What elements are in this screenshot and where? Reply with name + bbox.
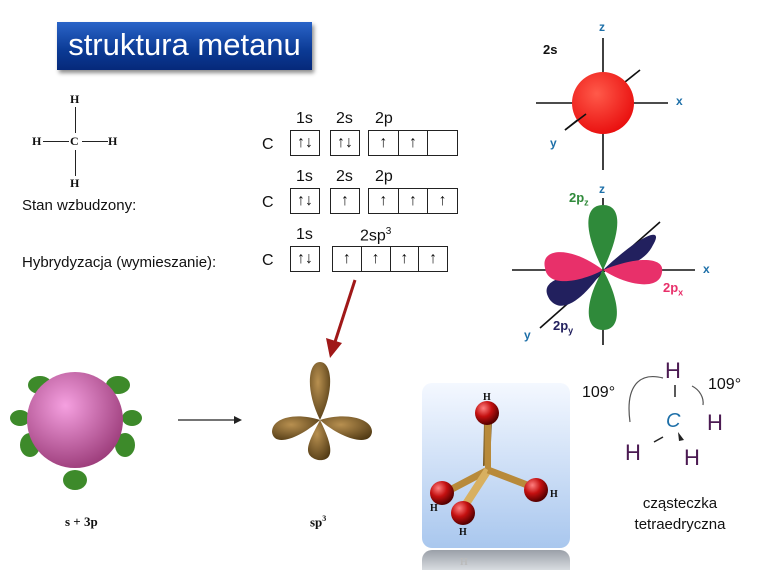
- h-atom-label: H: [459, 527, 467, 538]
- orbital-box: ↑: [438, 192, 447, 209]
- axis-y-label: y: [524, 328, 531, 342]
- axis-y-label: y: [550, 136, 557, 150]
- orbital-label: 2p: [375, 110, 393, 127]
- sp-sup: 3: [385, 226, 392, 237]
- orbital-box: ↑↓: [330, 130, 360, 156]
- tetrahedral-sketch: [628, 376, 704, 443]
- element-c: C: [262, 252, 274, 269]
- py-sub: y: [568, 325, 574, 336]
- s-orbital-label: 2s: [543, 42, 558, 57]
- pz-text: 2p: [569, 190, 585, 205]
- caption-line-1: cząsteczka: [642, 495, 718, 512]
- h-atom-bottom: H: [684, 445, 700, 470]
- orbital-box: ↑: [369, 131, 399, 155]
- h-atom-label: H: [550, 489, 558, 500]
- h-atom-label: H: [483, 392, 491, 403]
- tetra-caption: cząsteczka tetraedryczna: [610, 493, 750, 535]
- atom-h-left: H: [32, 134, 42, 148]
- sp3-orbital-model: [272, 362, 372, 461]
- atom-c: C: [70, 134, 79, 148]
- orbital-label: 1s: [296, 168, 313, 185]
- sp3-sup: 3: [322, 514, 327, 523]
- right-arrow-icon: [178, 416, 242, 424]
- orbital-label: 1s: [296, 110, 313, 127]
- structural-formula: H H C H H: [30, 90, 130, 190]
- orbital-label: 2p: [375, 168, 393, 185]
- model-reflection: [422, 550, 570, 570]
- p-orbitals-diagram: [512, 198, 695, 345]
- h-atom-right: H: [707, 410, 723, 435]
- down-arrow-icon: [326, 279, 357, 358]
- pz-label: 2pz: [569, 190, 589, 208]
- caption-line-2: tetraedryczna: [634, 516, 726, 533]
- h-atom-label: H: [430, 503, 438, 514]
- orbital-box: ↑: [399, 131, 429, 155]
- atom-h-top: H: [70, 92, 80, 106]
- axis-x-label: x: [703, 262, 710, 276]
- hybrid-caption: s + 3p: [65, 514, 98, 529]
- orbital-group-2p: ↑↑↑: [368, 188, 458, 214]
- axis-z-label: z: [599, 182, 605, 196]
- s-orbital-diagram: [536, 38, 668, 170]
- orbital-label: 1s: [296, 226, 313, 243]
- orbital-box: ↑: [391, 247, 420, 271]
- orbital-box: ↑↓: [290, 188, 320, 214]
- orbital-group-2p: ↑↑: [368, 130, 458, 156]
- h-atom-top: H: [665, 358, 681, 383]
- element-c: C: [262, 136, 274, 153]
- orbital-label: 2s: [336, 110, 353, 127]
- slide-title: struktura metanu: [57, 22, 312, 70]
- h-atom-left: H: [625, 440, 641, 465]
- py-label: 2py: [553, 318, 573, 336]
- orbital-box: ↑: [330, 188, 360, 214]
- px-text: 2p: [663, 280, 679, 295]
- sp3-caption: sp3: [310, 514, 326, 530]
- orbital-group-sp3: ↑↑↑↑: [332, 246, 448, 272]
- orbital-box: ↑: [399, 189, 429, 213]
- sp-label: 2sp: [360, 227, 386, 245]
- atom-h-right: H: [108, 134, 118, 148]
- hybridization-label: Hybrydyzacja (wymieszanie):: [22, 254, 217, 271]
- axis-z-label: z: [599, 20, 605, 34]
- py-text: 2p: [553, 318, 569, 333]
- element-c: C: [262, 194, 274, 211]
- orbital-label: 2s: [336, 168, 353, 185]
- orbital-box: ↑↓: [290, 130, 320, 156]
- s-plus-3p-orbital-model: [10, 372, 142, 490]
- orbital-label-sp3: 2sp3: [360, 226, 391, 245]
- orbital-box: ↑: [362, 247, 391, 271]
- orbital-box: ↑↓: [290, 246, 320, 272]
- pz-sub: z: [584, 197, 589, 208]
- reflection-h-label: H: [460, 557, 468, 568]
- sp3-text: sp: [310, 514, 323, 530]
- px-label: 2px: [663, 280, 683, 298]
- orbital-box: ↑: [369, 189, 399, 213]
- axis-x-label: x: [676, 94, 683, 108]
- angle-label: 109°: [582, 384, 616, 401]
- orbital-box: ↑: [333, 247, 362, 271]
- orbital-box: ↑: [429, 250, 438, 267]
- c-atom: C: [666, 410, 681, 432]
- ball-and-stick-methane: [430, 401, 548, 525]
- atom-h-bottom: H: [70, 176, 80, 190]
- angle-label: 109°: [708, 376, 742, 393]
- px-sub: x: [678, 287, 684, 298]
- excited-state-label: Stan wzbudzony:: [22, 197, 137, 214]
